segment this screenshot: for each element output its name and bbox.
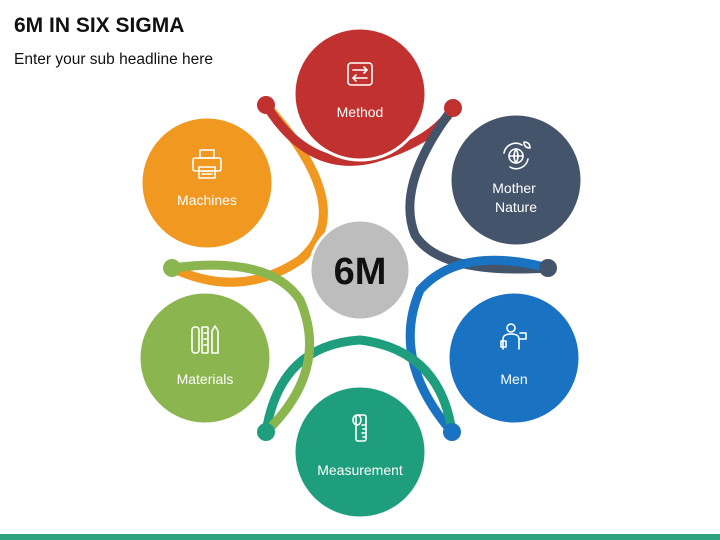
eco-globe-icon [503, 141, 531, 170]
arc-measurement [261, 335, 457, 433]
arc-mother-nature [405, 105, 549, 274]
node-method: Method [292, 26, 428, 162]
connector-dot [163, 259, 181, 277]
measurement-label: Measurement [317, 462, 403, 478]
exchange-icon [347, 62, 373, 86]
machines-circle [139, 115, 275, 251]
connector-arcs [170, 101, 550, 436]
center-label: 6M [334, 251, 387, 293]
page-subtitle: Enter your sub headline here [14, 51, 214, 68]
machines-label: Machines [177, 192, 237, 208]
connector-dot [443, 423, 461, 441]
node-mother-nature: Mother Nature [448, 112, 584, 248]
men-circle [446, 290, 582, 426]
mother-nature-label: Mother Nature [492, 180, 539, 215]
materials-icon [191, 325, 219, 354]
arc-materials [171, 260, 315, 436]
method-label: Method [337, 104, 384, 120]
measurement-circle [292, 384, 428, 520]
mother-nature-circle [448, 112, 584, 248]
center-circle [308, 218, 412, 322]
footer-bar [0, 534, 720, 540]
connector-dots [163, 96, 557, 441]
node-men: Men [446, 290, 582, 426]
connector-dot [257, 423, 275, 441]
node-materials: Materials [137, 290, 273, 426]
node-measurement: Measurement [292, 384, 428, 520]
arc-machines [170, 101, 328, 287]
center-node: 6M [308, 218, 412, 322]
men-label: Men [500, 371, 527, 387]
connector-dot [257, 96, 275, 114]
tape-measure-icon [352, 414, 367, 442]
connector-dot [444, 99, 462, 117]
page-title: 6M IN SIX SIGMA [14, 14, 185, 37]
materials-label: Materials [177, 371, 234, 387]
arc-men [405, 255, 550, 435]
method-circle [292, 26, 428, 162]
materials-circle [137, 290, 273, 426]
printer-icon [192, 149, 222, 179]
node-machines: Machines [139, 115, 275, 251]
connector-dot [539, 259, 557, 277]
worker-icon [500, 323, 527, 350]
